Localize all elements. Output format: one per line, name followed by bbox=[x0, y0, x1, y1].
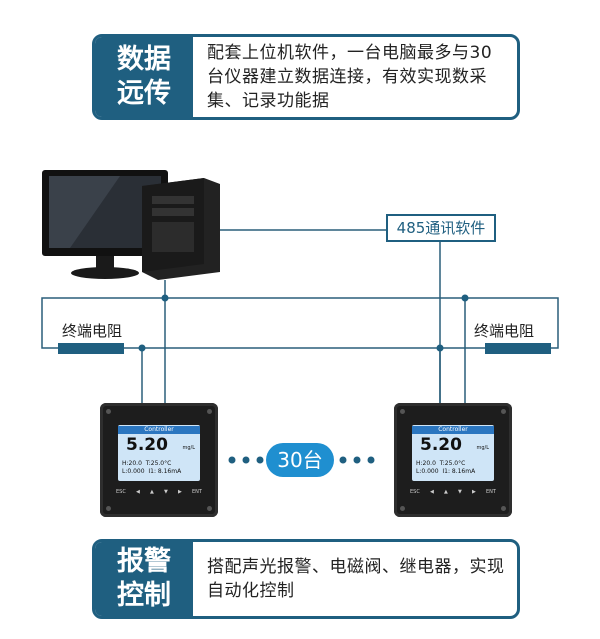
device-temp: T:25.0°C bbox=[439, 460, 466, 467]
alarm-control-text: 搭配声光报警、电磁阀、继电器，实现自动化控制 bbox=[207, 557, 505, 601]
key-right[interactable]: ▶ bbox=[177, 489, 182, 495]
terminal-resistor-right bbox=[485, 343, 551, 354]
key-down[interactable]: ▼ bbox=[457, 489, 462, 495]
tag-line1: 报警 bbox=[117, 546, 171, 577]
device-current: I1: 8.16mA bbox=[442, 468, 476, 475]
device-current: I1: 8.16mA bbox=[148, 468, 182, 475]
device-value: 5.20 bbox=[126, 435, 168, 455]
bus-lines bbox=[41, 229, 559, 403]
key-left[interactable]: ◀ bbox=[429, 489, 434, 495]
ellipsis-dots bbox=[228, 456, 375, 464]
device-title: Controller bbox=[412, 426, 494, 434]
device-keys: ESC ◀ ▲ ▼ ▶ ENT bbox=[410, 489, 496, 499]
key-ent[interactable]: ENT bbox=[191, 489, 202, 495]
key-esc[interactable]: ESC bbox=[116, 489, 126, 495]
tag-line2: 控制 bbox=[117, 580, 171, 611]
key-ent[interactable]: ENT bbox=[485, 489, 496, 495]
device-unit: mg/L bbox=[476, 445, 489, 451]
key-up[interactable]: ▲ bbox=[443, 489, 448, 495]
device-title: Controller bbox=[118, 426, 200, 434]
key-down[interactable]: ▼ bbox=[163, 489, 168, 495]
tag-line1: 数据 bbox=[117, 44, 171, 75]
device-temp: T:25.0°C bbox=[145, 460, 172, 467]
device-high: H:20.0 bbox=[122, 460, 142, 467]
device-low: L:0.000 bbox=[416, 468, 439, 475]
device-screen: Controller 5.20 mg/L H:20.0 T:25.0°C L:0… bbox=[412, 425, 494, 481]
alarm-control-box: 报警 控制 搭配声光报警、电磁阀、继电器，实现自动化控制 bbox=[92, 539, 520, 619]
device-value: 5.20 bbox=[420, 435, 462, 455]
key-esc[interactable]: ESC bbox=[410, 489, 420, 495]
junction-dots bbox=[138, 294, 469, 352]
data-transmission-box: 数据 远传 配套上位机软件，一台电脑最多与30台仪器建立数据连接，有效实现数采集… bbox=[92, 34, 520, 120]
device-count-badge: 30台 bbox=[266, 443, 334, 477]
controller-device-left: Controller 5.20 mg/L H:20.0 T:25.0°C L:0… bbox=[100, 403, 218, 517]
device-low: L:0.000 bbox=[122, 468, 145, 475]
key-right[interactable]: ▶ bbox=[471, 489, 476, 495]
terminal-resistor-left bbox=[58, 343, 124, 354]
data-transmission-tag: 数据 远传 bbox=[95, 37, 193, 117]
pc-tower-icon bbox=[142, 178, 220, 280]
terminal-resistor-label-right: 终端电阻 bbox=[474, 322, 535, 340]
device-screen: Controller 5.20 mg/L H:20.0 T:25.0°C L:0… bbox=[118, 425, 200, 481]
key-left[interactable]: ◀ bbox=[135, 489, 140, 495]
controller-device-right: Controller 5.20 mg/L H:20.0 T:25.0°C L:0… bbox=[394, 403, 512, 517]
device-unit: mg/L bbox=[182, 445, 195, 451]
alarm-control-tag: 报警 控制 bbox=[95, 542, 193, 616]
device-high: H:20.0 bbox=[416, 460, 436, 467]
tag-line2: 远传 bbox=[117, 78, 171, 109]
device-keys: ESC ◀ ▲ ▼ ▶ ENT bbox=[116, 489, 202, 499]
software-label: 485通讯软件 bbox=[386, 214, 496, 242]
terminal-resistor-label-left: 终端电阻 bbox=[62, 322, 123, 340]
key-up[interactable]: ▲ bbox=[149, 489, 154, 495]
data-transmission-text: 配套上位机软件，一台电脑最多与30台仪器建立数据连接，有效实现数采集、记录功能据 bbox=[207, 43, 493, 111]
